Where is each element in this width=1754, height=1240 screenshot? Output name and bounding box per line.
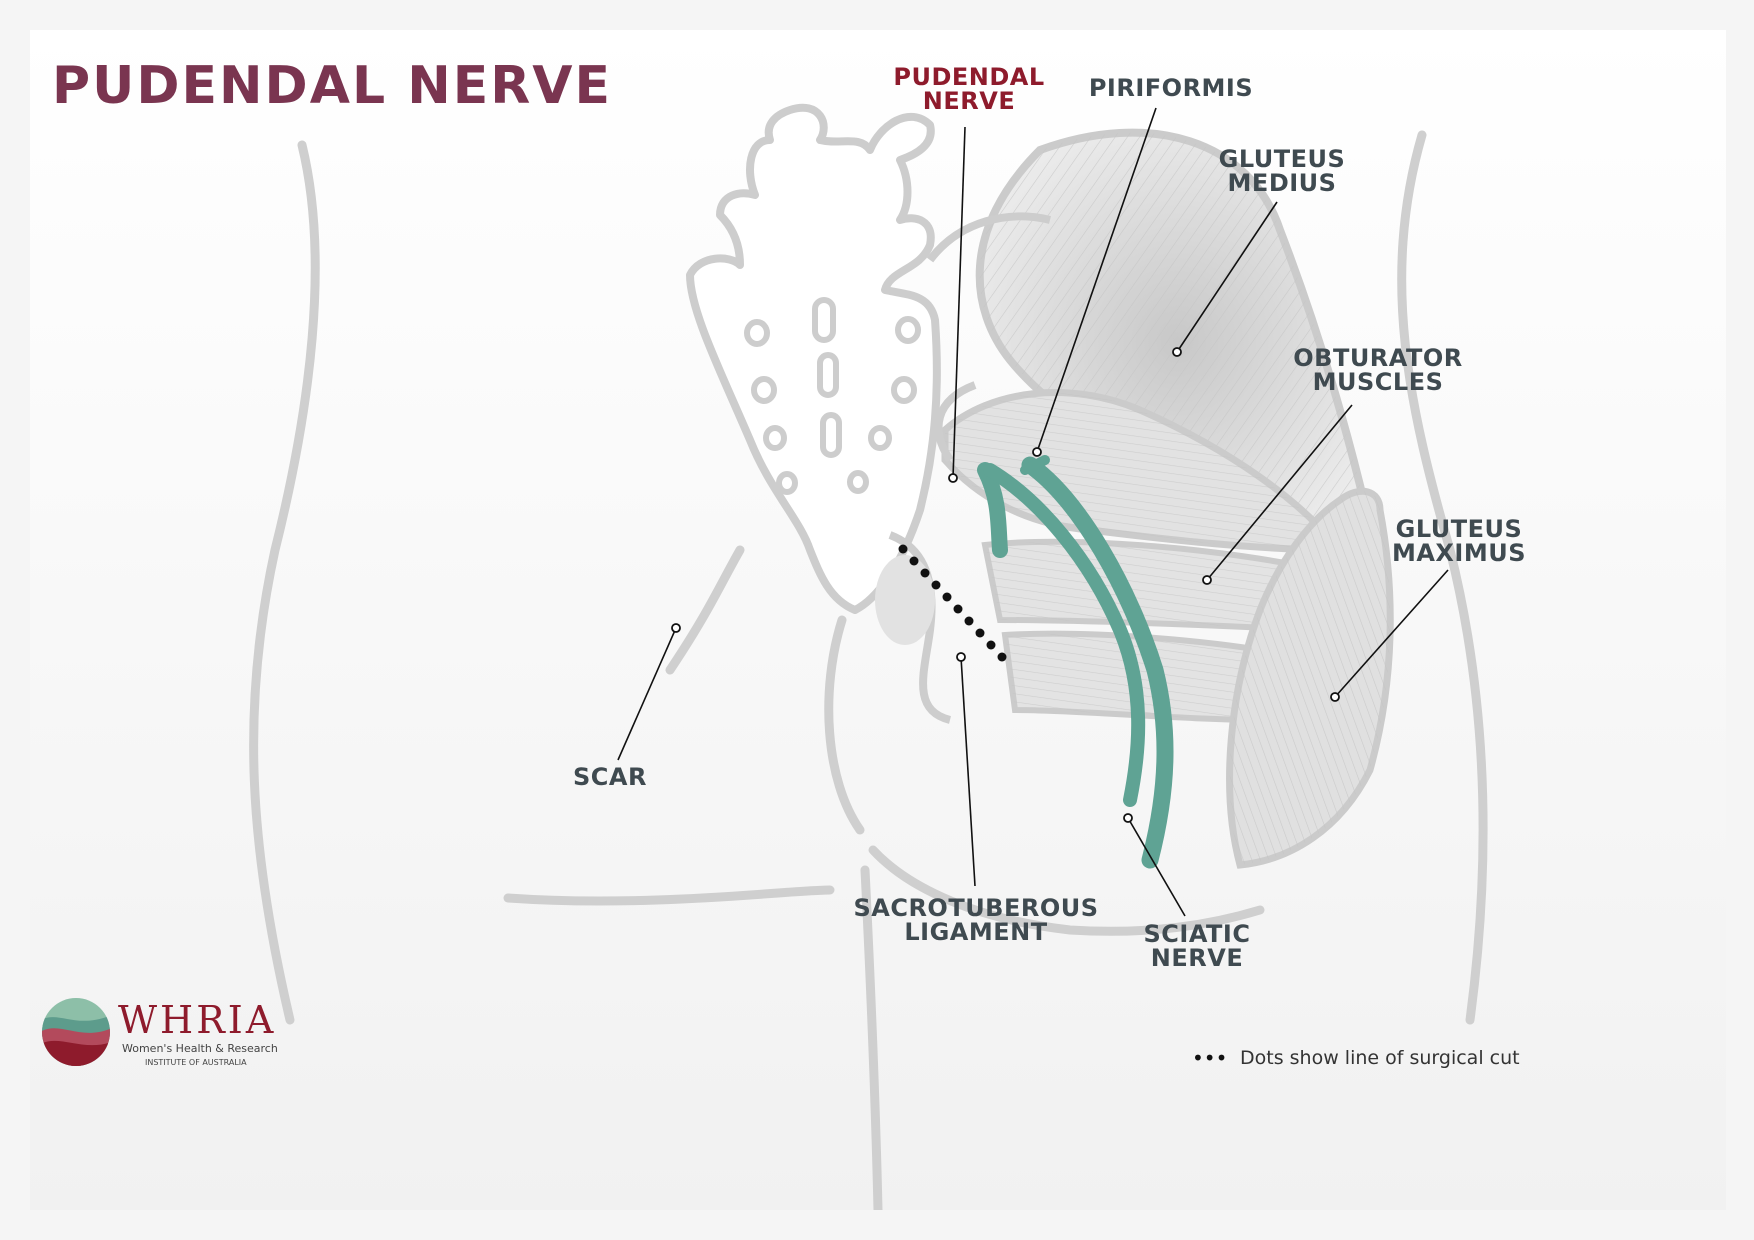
logo-name: WHRIA <box>118 998 276 1042</box>
leader-markers <box>671 347 1340 823</box>
body-outline <box>249 130 1488 1210</box>
label-sacrotuberous-ligament: SACROTUBEROUS LIGAMENT <box>853 894 1098 946</box>
svg-text:SACROTUBEROUS: SACROTUBEROUS <box>853 894 1098 922</box>
svg-text:SCAR: SCAR <box>573 763 647 791</box>
sacrum-shape <box>686 103 941 614</box>
label-pudendal-nerve: PUDENDAL NERVE <box>893 63 1044 115</box>
page-title: PUDENDAL NERVE <box>52 56 612 116</box>
leader-lines <box>617 107 1449 917</box>
label-gluteus-maximus: GLUTEUS MAXIMUS <box>1392 515 1526 567</box>
svg-text:MEDIUS: MEDIUS <box>1228 169 1337 197</box>
svg-text:LIGAMENT: LIGAMENT <box>904 918 1047 946</box>
label-gluteus-medius: GLUTEUS MEDIUS <box>1219 145 1346 197</box>
svg-text:PUDENDAL: PUDENDAL <box>893 63 1044 91</box>
svg-text:NERVE: NERVE <box>1151 944 1243 972</box>
legend-text: Dots show line of surgical cut <box>1240 1047 1520 1069</box>
label-piriformis: PIRIFORMIS <box>1089 74 1253 102</box>
whria-logo: WHRIA Women's Health & Research INSTITUT… <box>42 998 278 1067</box>
svg-text:OBTURATOR: OBTURATOR <box>1293 344 1463 372</box>
logo-tagline-2: INSTITUTE OF AUSTRALIA <box>145 1058 247 1067</box>
label-obturator-muscles: OBTURATOR MUSCLES <box>1293 344 1463 396</box>
anatomy-diagram: PUDENDAL NERVE PUDENDAL NERVE PIRIFORMIS… <box>30 30 1726 1210</box>
svg-text:NERVE: NERVE <box>923 87 1015 115</box>
label-sciatic-nerve: SCIATIC NERVE <box>1144 920 1251 972</box>
legend-dots: ••• <box>1192 1046 1227 1070</box>
obturator-muscles-shape <box>981 538 1324 724</box>
svg-text:MAXIMUS: MAXIMUS <box>1392 539 1526 567</box>
svg-text:SCIATIC: SCIATIC <box>1144 920 1251 948</box>
svg-text:GLUTEUS: GLUTEUS <box>1396 515 1523 543</box>
svg-text:PIRIFORMIS: PIRIFORMIS <box>1089 74 1253 102</box>
pelvis-outline <box>888 212 1051 724</box>
label-scar: SCAR <box>573 763 647 791</box>
svg-text:GLUTEUS: GLUTEUS <box>1219 145 1346 173</box>
surgical-cut-legend: ••• Dots show line of surgical cut <box>1192 1046 1520 1070</box>
diagram-poster: PUDENDAL NERVE PUDENDAL NERVE PIRIFORMIS… <box>30 30 1726 1210</box>
nerve-paths <box>977 455 1174 869</box>
svg-text:MUSCLES: MUSCLES <box>1313 368 1444 396</box>
ischial-shading <box>875 555 935 645</box>
logo-tagline-1: Women's Health & Research <box>122 1042 278 1055</box>
surgical-cut-dots <box>898 544 1007 662</box>
gluteus-maximus-shape <box>1226 487 1394 869</box>
